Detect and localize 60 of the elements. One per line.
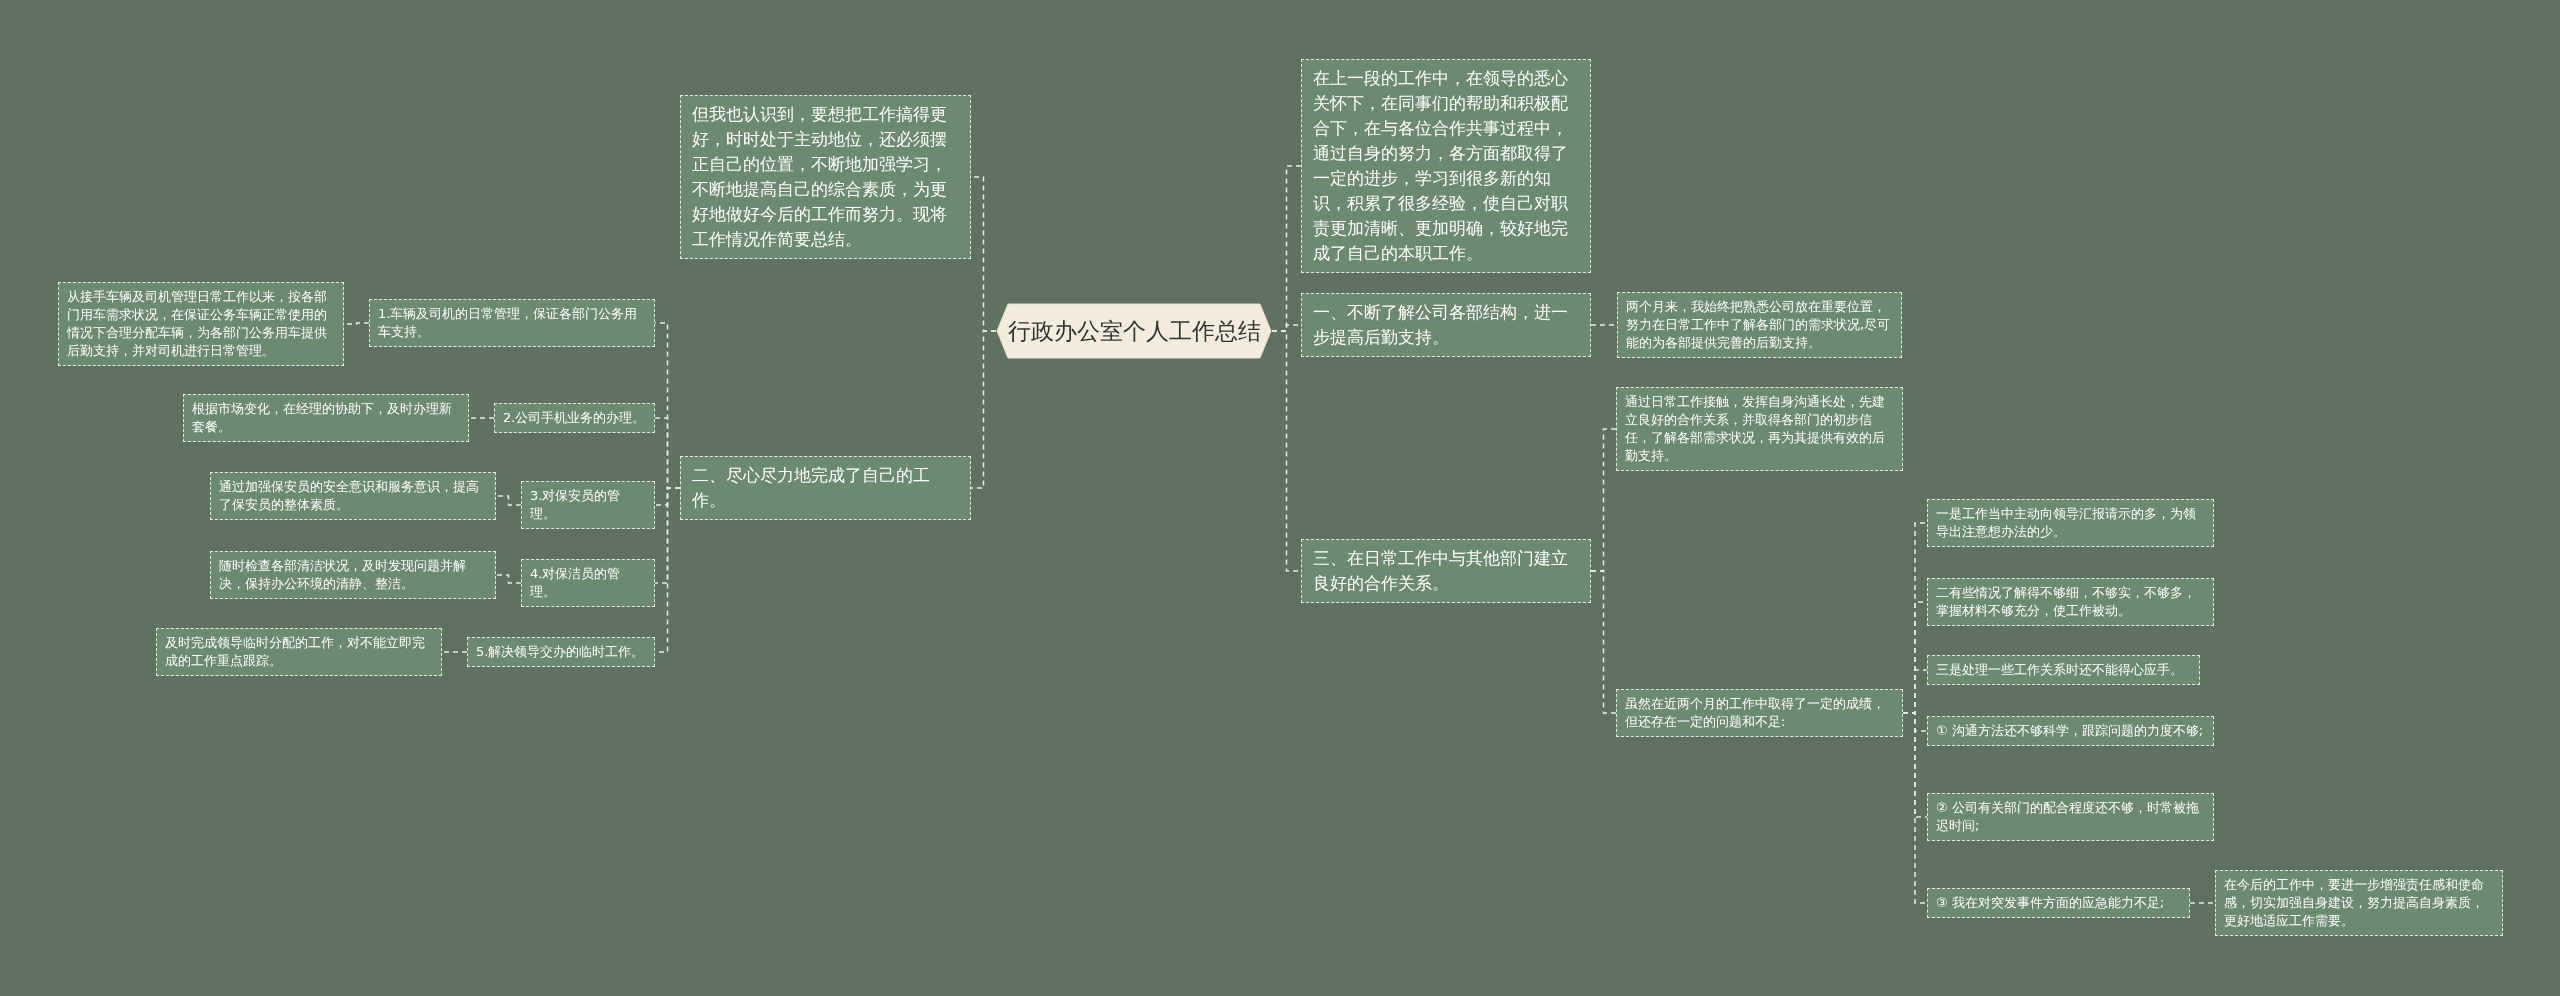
topic-text: 但我也认识到，要想把工作搞得更好，时时处于主动地位，还必须摆正自己的位置，不断地加强学习，不断地提高自己的综合素质，为更好地做好今后的工作而努力。现将工作情况作简要总结。 (692, 103, 948, 251)
topic-text: 2.公司手机业务的办理。 (503, 409, 646, 427)
central-topic-hexagon (996, 303, 1272, 359)
connector-line (1590, 570, 1617, 714)
topic-text: 一、不断了解公司各部结构，进一步提高后勤支持。 (1313, 301, 1569, 349)
topic-box (1617, 292, 1902, 358)
topic-box (1927, 793, 2214, 841)
connector-line (468, 417, 495, 419)
topic-box (183, 394, 469, 442)
topic-text: 及时完成领导临时分配的工作，对不能立即完成的工作重点跟踪。 (165, 634, 426, 670)
topic-text: 根据市场变化，在经理的协助下，及时办理新套餐。 (192, 400, 453, 436)
topic-box (1927, 499, 2214, 547)
topic-text: 二有些情况了解得不够细，不够实，不够多，掌握材料不够充分，使工作被动。 (1936, 584, 2197, 620)
topic-text: 通过日常工作接触，发挥自身沟通长处，先建立良好的合作关系，并取得各部门的初步信任，了解各部需求状况，再为其提供有效的后勤支持。 (1625, 393, 1886, 465)
topic-box (680, 456, 971, 520)
topic-box (58, 282, 344, 366)
topic-text: 二、尽心尽力地完成了自己的工作。 (692, 464, 931, 512)
topic-text: 4.对保洁员的管理。 (530, 565, 622, 601)
topic-box (1927, 888, 2190, 918)
topic-text: 3.对保安员的管理。 (530, 487, 622, 523)
topic-text: 在今后的工作中，要进一步增强责任感和使命感，切实加强自身建设，努力提高自身素质，更好地适应工作需要。 (2224, 876, 2485, 930)
topic-text: ① 沟通方法还不够科学，跟踪问题的力度不够; (1936, 722, 2205, 740)
topic-text: 两个月来，我始终把熟悉公司放在重要位置，努力在日常工作中了解各部门的需求状况,尽可能的为各部提供完善的后勤支持。 (1626, 298, 1892, 352)
topic-text: 三是处理一些工作关系时还不能得心应手。 (1936, 661, 2184, 679)
topic-box (1927, 655, 2200, 685)
topic-box (156, 628, 442, 676)
topic-text: 在上一段的工作中，在领导的悉心关怀下，在同事们的帮助和积极配合下，在与各位合作共事过程中，通过自身的努力，各方面都取得了一定的进步，学习到很多新的知识，积累了很多经验，使自己对职责更加清晰、更加明确，较好地完成了自己的本职工作。 (1313, 67, 1569, 265)
topic-box (521, 559, 655, 607)
topic-box (1301, 59, 1591, 273)
topic-text: 5.解决领导交办的临时工作。 (476, 643, 646, 661)
topic-text: 通过加强保安员的安全意识和服务意识，提高了保安员的整体素质。 (219, 478, 480, 514)
connector-line (1902, 712, 1928, 904)
topic-box (1927, 578, 2214, 626)
connector-line (495, 495, 522, 506)
topic-box (494, 403, 655, 433)
topic-text: ③ 我在对突发事件方面的应急能力不足; (1936, 894, 2166, 912)
topic-box (1616, 387, 1903, 471)
topic-text: 从接手车辆及司机管理日常工作以来，按各部门用车需求状况，在保证公务车辆正常使用的情况下合理分配车辆，为各部门公务用车提供后勤支持，并对司机进行日常管理。 (67, 288, 328, 360)
topic-box (1616, 689, 1903, 737)
connector-line (441, 651, 468, 653)
connector-line (970, 330, 997, 489)
connector-line (2189, 902, 2216, 904)
topic-box (210, 551, 496, 599)
topic-text: 随时检查各部清洁状况，及时发现问题并解决，保持办公环境的清静、整洁。 (219, 557, 467, 593)
topic-text: ② 公司有关部门的配合程度还不够，时常被拖迟时间; (1936, 799, 2200, 835)
topic-box (1927, 716, 2214, 746)
topic-box (369, 299, 655, 347)
topic-box (680, 95, 971, 259)
topic-box (1301, 293, 1591, 357)
topic-text: 一是工作当中主动向领导汇报请示的多，为领导出注意想办法的少。 (1936, 505, 2197, 541)
topic-box (210, 472, 496, 520)
topic-box (1301, 539, 1591, 603)
topic-text: 虽然在近两个月的工作中取得了一定的成绩，但还存在一定的问题和不足: (1625, 695, 1886, 731)
topic-box (521, 481, 655, 529)
topic-box (2215, 870, 2503, 936)
topic-text: 三、在日常工作中与其他部门建立良好的合作关系。 (1313, 547, 1569, 595)
topic-text: 1.车辆及司机的日常管理，保证各部门公务用车支持。 (378, 305, 639, 341)
central-topic-title: 行政办公室个人工作总结 (1007, 316, 1261, 346)
connector-line (495, 574, 522, 584)
topic-box (467, 637, 655, 667)
